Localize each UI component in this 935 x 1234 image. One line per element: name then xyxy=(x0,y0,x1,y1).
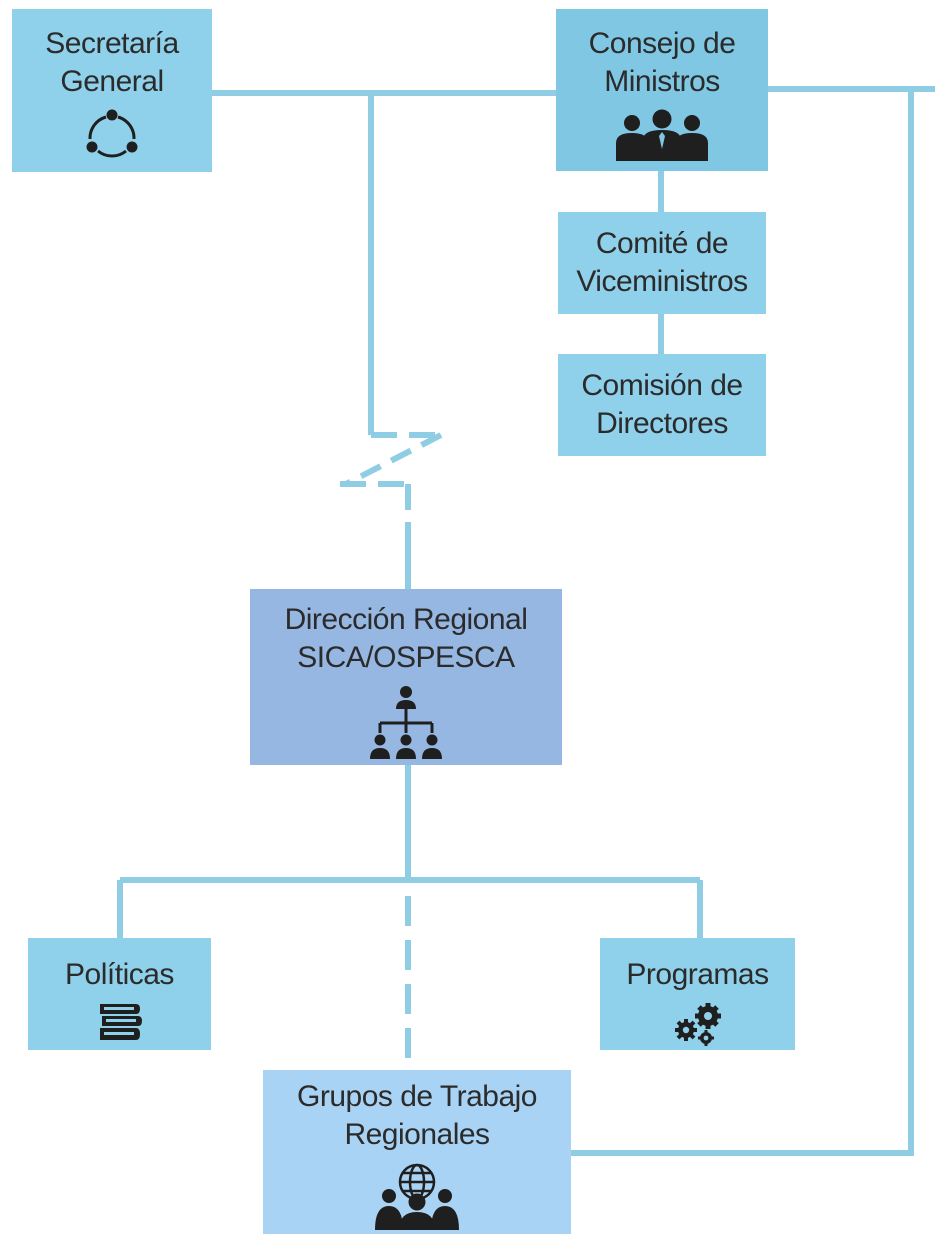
line-break-diagonal xyxy=(344,432,443,487)
global-team-icon xyxy=(375,1163,459,1230)
node-consejo-de-ministros: Consejo de Ministros xyxy=(556,9,768,171)
node-grupos-de-trabajo-regionales: Grupos de Trabajo Regionales xyxy=(263,1070,571,1234)
node-programas: Programas xyxy=(600,938,795,1050)
book-stack-icon xyxy=(99,1004,142,1040)
node-politicas-label: Políticas xyxy=(65,958,174,991)
node-comite-de-viceministros: Comité de Viceministros xyxy=(558,212,766,314)
cycle-arrows-icon xyxy=(86,109,138,158)
node-politicas: Políticas xyxy=(28,938,211,1050)
node-secretaria-general: Secretaría General xyxy=(12,9,212,172)
node-comision-de-directores: Comisión de Directores xyxy=(558,354,766,456)
org-hierarchy-icon xyxy=(370,686,442,759)
node-comite-label: Comité de Viceministros xyxy=(576,227,748,298)
node-grupos-label: Grupos de Trabajo Regionales xyxy=(297,1080,537,1151)
node-secretaria-label: Secretaría General xyxy=(45,27,179,98)
people-group-icon xyxy=(616,109,708,161)
node-programas-label: Programas xyxy=(626,958,769,991)
node-consejo-label: Consejo de Ministros xyxy=(588,27,736,98)
node-direccion-label: Dirección Regional SICA/OSPESCA xyxy=(284,603,528,674)
node-comision-label: Comisión de Directores xyxy=(581,369,743,440)
node-direccion-regional: Dirección Regional SICA/OSPESCA xyxy=(250,589,562,765)
gears-icon xyxy=(674,1003,721,1046)
